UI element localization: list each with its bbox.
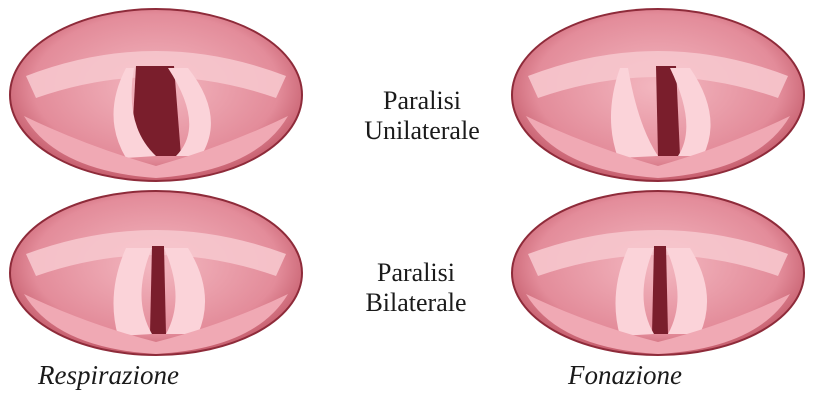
row-label-line1: Paralisi <box>316 258 516 288</box>
row-label-line2: Unilaterale <box>322 116 522 146</box>
row-label-line2: Bilaterale <box>316 288 516 318</box>
larynx-bilateral-respiration <box>6 188 306 358</box>
larynx-unilateral-phonation <box>508 6 808 184</box>
row-label-unilateral: Paralisi Unilaterale <box>322 86 522 146</box>
row-label-line1: Paralisi <box>322 86 522 116</box>
row-label-bilateral: Paralisi Bilaterale <box>316 258 516 318</box>
larynx-unilateral-respiration <box>6 6 306 184</box>
column-label-respiration: Respirazione <box>38 360 179 391</box>
larynx-bilateral-phonation <box>508 188 808 358</box>
column-label-phonation: Fonazione <box>568 360 682 391</box>
